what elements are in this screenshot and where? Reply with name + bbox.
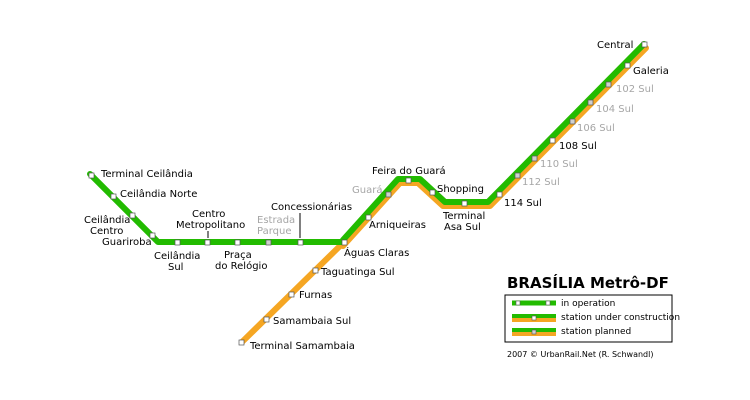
- station-marker-guara[interactable]: [385, 191, 392, 198]
- station-marker-guariroba[interactable]: [149, 232, 156, 239]
- station-marker-110-sul[interactable]: [531, 155, 538, 162]
- station-marker-taguatinga-sul[interactable]: [312, 267, 319, 274]
- label-feira-guara: Feira do Guará: [372, 165, 446, 177]
- label-concessionarias: Concessionárias: [271, 201, 352, 213]
- legend-station-operation-1: [515, 300, 521, 306]
- station-marker-112-sul[interactable]: [514, 172, 521, 179]
- legend: in operation station under construction …: [504, 294, 680, 343]
- label-ceilandia-centro-line2: Centro: [90, 226, 123, 237]
- station-marker-concessionarias[interactable]: [297, 239, 304, 246]
- label-shopping: Shopping: [437, 184, 484, 195]
- station-marker-ceilandia-centro[interactable]: [129, 212, 136, 219]
- label-ceilandia-sul-line2: Sul: [168, 262, 183, 273]
- station-marker-114-sul[interactable]: [496, 191, 503, 198]
- label-arniqueiras: Arniqueiras: [369, 220, 426, 231]
- label-ceilandia-sul-line1: Ceilândia: [154, 250, 200, 262]
- station-marker-ceilandia-norte[interactable]: [110, 193, 117, 200]
- station-marker-shopping[interactable]: [429, 189, 436, 196]
- station-marker-terminal-ceilandia[interactable]: [88, 172, 95, 179]
- label-praca-relogio-line1: Praça: [224, 250, 252, 261]
- station-marker-centro-metropolitano[interactable]: [204, 239, 211, 246]
- label-central: Central: [597, 40, 633, 51]
- station-marker-ceilandia-sul[interactable]: [174, 239, 181, 246]
- label-terminal-ceilandia: Terminal Ceilândia: [100, 168, 193, 180]
- label-terminal-asa-sul-line1: Terminal: [442, 211, 485, 222]
- label-112-sul: 112 Sul: [522, 177, 560, 188]
- station-marker-terminal-asa-sul[interactable]: [461, 200, 468, 207]
- label-taguatinga-sul: Taguatinga Sul: [320, 267, 395, 278]
- station-marker-102-sul[interactable]: [605, 81, 612, 88]
- label-centro-metropolitano-line2: Metropolitano: [176, 220, 245, 231]
- label-estrada-parque-line2: Parque: [257, 226, 291, 237]
- station-marker-arniqueiras[interactable]: [365, 214, 372, 221]
- legend-station-operation-2: [545, 300, 551, 306]
- label-104-sul: 104 Sul: [596, 104, 634, 115]
- legend-label-construction: station under construction: [561, 313, 680, 323]
- label-estrada-parque-line1: Estrada: [257, 215, 295, 226]
- label-aguas-claras: Águas Claras: [344, 246, 409, 259]
- legend-station-planned: [531, 329, 537, 335]
- label-terminal-samambaia: Terminal Samambaia: [249, 341, 355, 352]
- station-marker-aguas-claras[interactable]: [341, 239, 348, 246]
- label-guariroba: Guariroba: [102, 237, 152, 248]
- station-marker-104-sul[interactable]: [587, 99, 594, 106]
- station-marker-furnas[interactable]: [288, 291, 295, 298]
- station-marker-central[interactable]: [641, 41, 648, 48]
- label-108-sul: 108 Sul: [559, 141, 597, 152]
- station-marker-samambaia-sul[interactable]: [263, 316, 270, 323]
- map-title: BRASÍLIA Metrô-DF: [507, 273, 669, 292]
- station-marker-estrada-parque[interactable]: [265, 239, 272, 246]
- track-main-orange: [340, 45, 649, 249]
- label-ceilandia-norte: Ceilândia Norte: [120, 188, 197, 200]
- label-furnas: Furnas: [299, 290, 332, 301]
- legend-station-construction: [531, 315, 537, 321]
- label-102-sul: 102 Sul: [616, 84, 654, 95]
- label-centro-metropolitano-line1: Centro: [192, 209, 225, 220]
- station-marker-galeria[interactable]: [624, 62, 631, 69]
- station-marker-106-sul[interactable]: [569, 118, 576, 125]
- label-106-sul: 106 Sul: [577, 123, 615, 134]
- label-terminal-asa-sul-line2: Asa Sul: [444, 222, 481, 233]
- legend-label-planned: station planned: [561, 327, 631, 337]
- label-114-sul: 114 Sul: [504, 198, 542, 209]
- label-110-sul: 110 Sul: [540, 159, 578, 170]
- station-marker-108-sul[interactable]: [549, 137, 556, 144]
- station-marker-praca-relogio[interactable]: [234, 239, 241, 246]
- label-guara: Guará: [352, 184, 382, 196]
- label-galeria: Galeria: [633, 66, 669, 77]
- station-markers: [88, 41, 648, 346]
- track-main-green: [340, 41, 647, 243]
- credit-text: 2007 © UrbanRail.Net (R. Schwandl): [507, 350, 653, 359]
- legend-label-operation: in operation: [561, 299, 615, 309]
- label-praca-relogio-line2: do Relógio: [215, 260, 267, 272]
- station-marker-terminal-samambaia[interactable]: [238, 339, 245, 346]
- label-ceilandia-centro-line1: Ceilândia: [84, 214, 130, 226]
- station-marker-feira-guara[interactable]: [405, 177, 412, 184]
- label-samambaia-sul: Samambaia Sul: [273, 316, 351, 327]
